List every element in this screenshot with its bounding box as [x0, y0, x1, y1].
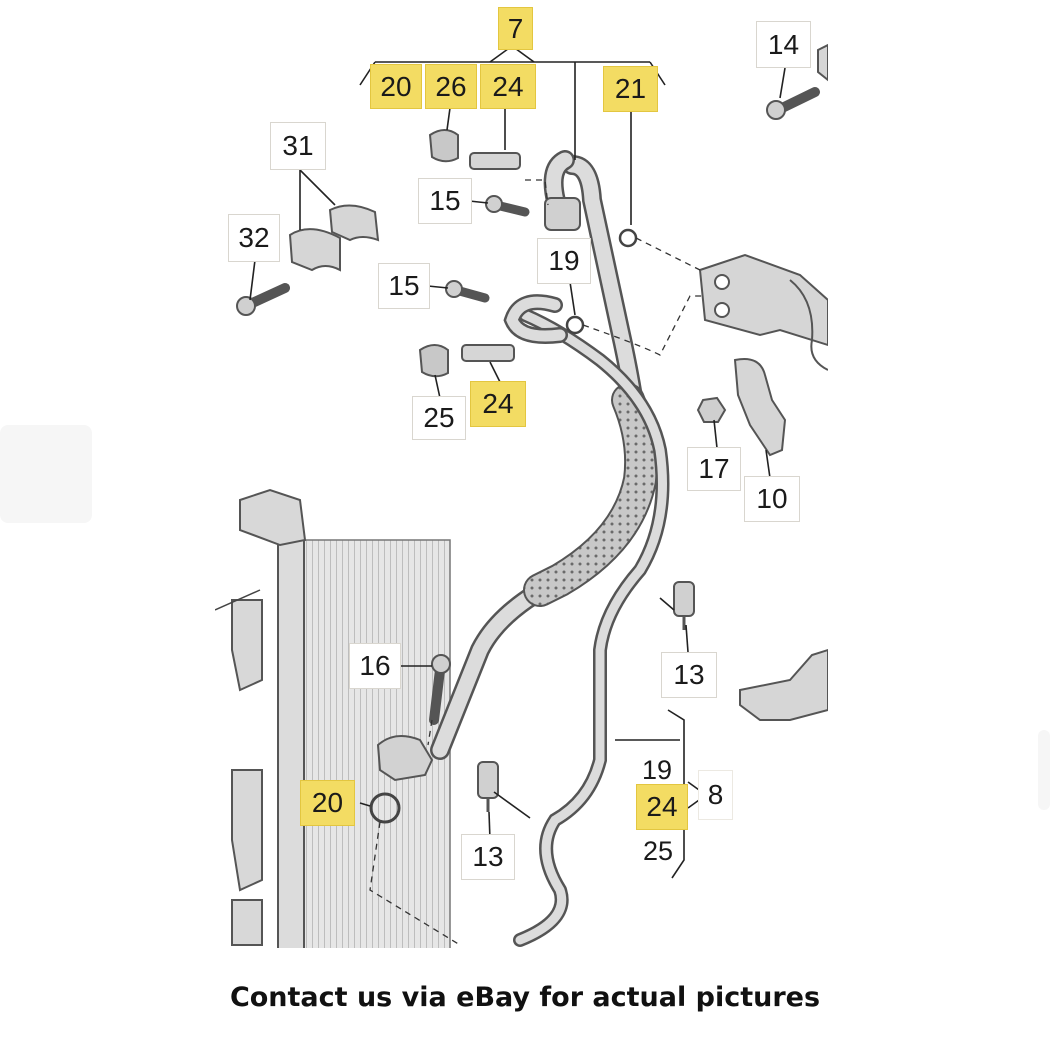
side-panel-right [1038, 730, 1050, 810]
bolt-15-lower [445, 280, 490, 303]
part-label-21: 21 [603, 66, 658, 112]
part-label-24-lower: 24 [636, 784, 688, 830]
assembly-guides [369, 179, 705, 946]
caption-text: Contact us via eBay for actual pictures [229, 982, 821, 1013]
part-label-31: 31 [270, 122, 326, 170]
bolt-14 [766, 43, 829, 120]
compressor-connector [698, 253, 829, 371]
nut-17 [696, 396, 727, 423]
bracket-10 [733, 358, 787, 457]
ac-hose-main [430, 150, 659, 760]
part-label-15-lower: 15 [378, 263, 430, 309]
part-label-19-upper: 19 [537, 238, 591, 284]
part-label-20-lower: 20 [300, 780, 355, 826]
part-label-19-lower: 19 [642, 755, 673, 785]
part-label-10: 10 [744, 476, 800, 522]
part-label-26: 26 [425, 64, 477, 109]
radiator [214, 488, 451, 951]
cap-25 [418, 344, 449, 378]
ac-line-secondary [503, 294, 670, 947]
cap-26 [428, 129, 459, 163]
part-label-13-lower: 13 [461, 834, 515, 880]
valve-24-upper [469, 152, 521, 170]
o-ring-19 [565, 315, 585, 335]
part-label-20-top: 20 [370, 64, 422, 109]
part-label-13-right: 13 [661, 652, 717, 698]
part-label-7: 7 [498, 7, 533, 50]
part-label-32: 32 [228, 214, 280, 262]
part-label-25-lower: 25 [643, 836, 674, 866]
side-panel-left [0, 425, 92, 523]
bracket-right-lower [739, 648, 829, 721]
bolt-32 [236, 283, 290, 316]
bolt-16 [429, 654, 451, 725]
bolt-15-upper [485, 195, 530, 217]
part-label-17: 17 [687, 447, 741, 491]
part-label-14: 14 [756, 21, 811, 68]
part-label-24-middle: 24 [470, 381, 526, 427]
exploded-parts-diagram: 7 20 26 24 21 14 31 32 15 15 19 25 24 17… [214, 0, 829, 951]
clamp-half-lower [288, 228, 341, 272]
part-label-15-upper: 15 [418, 178, 472, 224]
hose-end-fitting [376, 735, 434, 782]
part-label-25-upper: 25 [412, 396, 466, 440]
part-label-16: 16 [349, 643, 401, 689]
part-label-8: 8 [698, 770, 733, 820]
part-label-24-top: 24 [480, 64, 536, 109]
sensor-13-lower [477, 761, 499, 812]
o-ring-lower [369, 792, 401, 824]
clamp-half-upper [328, 204, 380, 242]
o-ring-21 [618, 228, 638, 248]
sensor-13-right [673, 581, 695, 630]
diagram-drawing [214, 43, 829, 951]
valve-24-lower [461, 344, 515, 362]
